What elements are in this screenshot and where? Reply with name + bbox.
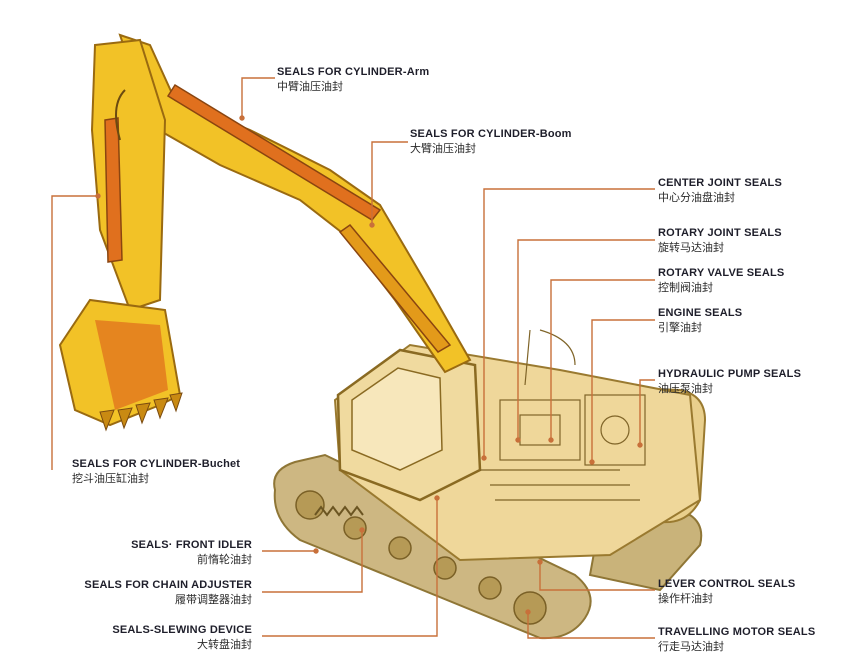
label-chain-adjuster-cn: 履带调整器油封 — [175, 592, 252, 606]
engine-internals — [480, 329, 646, 501]
leader-chain-adjuster — [262, 530, 363, 593]
arm-cylinder — [104, 117, 123, 263]
boom-arm — [58, 33, 472, 432]
chain-adjuster-spring — [314, 505, 364, 517]
leader-rotary-joint — [517, 239, 655, 440]
label-engine-cn: 引擎油封 — [658, 320, 702, 334]
label-lever-control-cn: 操作杆油封 — [658, 591, 713, 605]
label-rotary-joint-seals: ROTARY JOINT SEALS 旋转马达油封 — [658, 227, 782, 254]
label-travelling-motor-en: TRAVELLING MOTOR SEALS — [658, 626, 816, 638]
upper-body — [333, 329, 707, 562]
leader-travelling-motor — [527, 612, 655, 639]
label-engine-seals: ENGINE SEALS 引擎油封 — [658, 307, 742, 334]
label-lever-control-en: LEVER CONTROL SEALS — [658, 578, 796, 590]
label-engine-en: ENGINE SEALS — [658, 307, 743, 319]
label-rotary-valve-cn: 控制阀油封 — [658, 280, 713, 294]
leader-center-joint — [483, 188, 655, 458]
label-rotary-valve-en: ROTARY VALVE SEALS — [658, 267, 785, 279]
label-bucket-cylinder-seals: SEALS FOR CYLINDER-Buchet 挖斗油压缸油封 — [72, 458, 240, 485]
bucket-inner — [95, 320, 168, 410]
cab-window — [351, 367, 443, 471]
label-travelling-motor-seals: TRAVELLING MOTOR SEALS 行走马达油封 — [658, 626, 815, 653]
leader-slewing-device — [262, 498, 438, 637]
label-bucket-en: SEALS FOR CYLINDER-Buchet — [72, 458, 241, 470]
label-arm-en: SEALS FOR CYLINDER-Arm — [277, 66, 430, 78]
track-rollers — [295, 490, 547, 625]
label-center-joint-en: CENTER JOINT SEALS — [658, 177, 783, 189]
label-slewing-device-cn: 大转盘油封 — [197, 637, 252, 651]
bucket-teeth — [99, 392, 183, 432]
label-hydraulic-pump-en: HYDRAULIC PUMP SEALS — [658, 368, 802, 380]
label-lever-control-seals: LEVER CONTROL SEALS 操作杆油封 — [658, 578, 795, 605]
leader-lines — [51, 77, 655, 639]
track-group — [273, 453, 703, 640]
hydraulic-hose — [115, 89, 126, 141]
leader-lever-control — [539, 562, 655, 591]
label-boom-en: SEALS FOR CYLINDER-Boom — [410, 128, 572, 140]
label-chain-adjuster-seals: SEALS FOR CHAIN ADJUSTER 履带调整器油封 — [84, 579, 252, 606]
label-front-idler-cn: 前惰轮油封 — [197, 552, 252, 566]
label-hydraulic-pump-cn: 油压泵油封 — [658, 381, 713, 395]
label-boom-cylinder-seals: SEALS FOR CYLINDER-Boom 大臂油压油封 — [410, 128, 572, 155]
leader-bucket — [51, 195, 98, 470]
leader-arm — [241, 77, 275, 118]
label-rotary-valve-seals: ROTARY VALVE SEALS 控制阀油封 — [658, 267, 784, 294]
boom-lift-cylinder — [338, 223, 452, 353]
label-rotary-joint-cn: 旋转马达油封 — [658, 240, 724, 254]
leader-rotary-valve — [550, 279, 655, 440]
leader-boom — [371, 141, 408, 225]
label-center-joint-seals: CENTER JOINT SEALS 中心分油盘油封 — [658, 177, 782, 204]
label-boom-cn: 大臂油压油封 — [410, 141, 476, 155]
label-arm-cn: 中臂油压油封 — [277, 79, 343, 93]
label-chain-adjuster-en: SEALS FOR CHAIN ADJUSTER — [84, 579, 252, 591]
label-slewing-device-en: SEALS-SLEWING DEVICE — [112, 624, 252, 636]
leader-hydraulic-pump — [639, 379, 655, 445]
label-travelling-motor-cn: 行走马达油封 — [658, 639, 724, 653]
label-center-joint-cn: 中心分油盘油封 — [658, 190, 735, 204]
label-rotary-joint-en: ROTARY JOINT SEALS — [658, 227, 782, 239]
label-front-idler-en: SEALS· FRONT IDLER — [131, 539, 252, 551]
label-arm-cylinder-seals: SEALS FOR CYLINDER-Arm 中臂油压油封 — [277, 66, 429, 93]
leader-engine — [591, 319, 655, 462]
label-hydraulic-pump-seals: HYDRAULIC PUMP SEALS 油压泵油封 — [658, 368, 801, 395]
track-left — [273, 453, 592, 640]
label-bucket-cn: 挖斗油压缸油封 — [72, 471, 149, 485]
label-slewing-device-seals: SEALS-SLEWING DEVICE 大转盘油封 — [112, 624, 252, 651]
label-front-idler-seals: SEALS· FRONT IDLER 前惰轮油封 — [131, 539, 252, 566]
